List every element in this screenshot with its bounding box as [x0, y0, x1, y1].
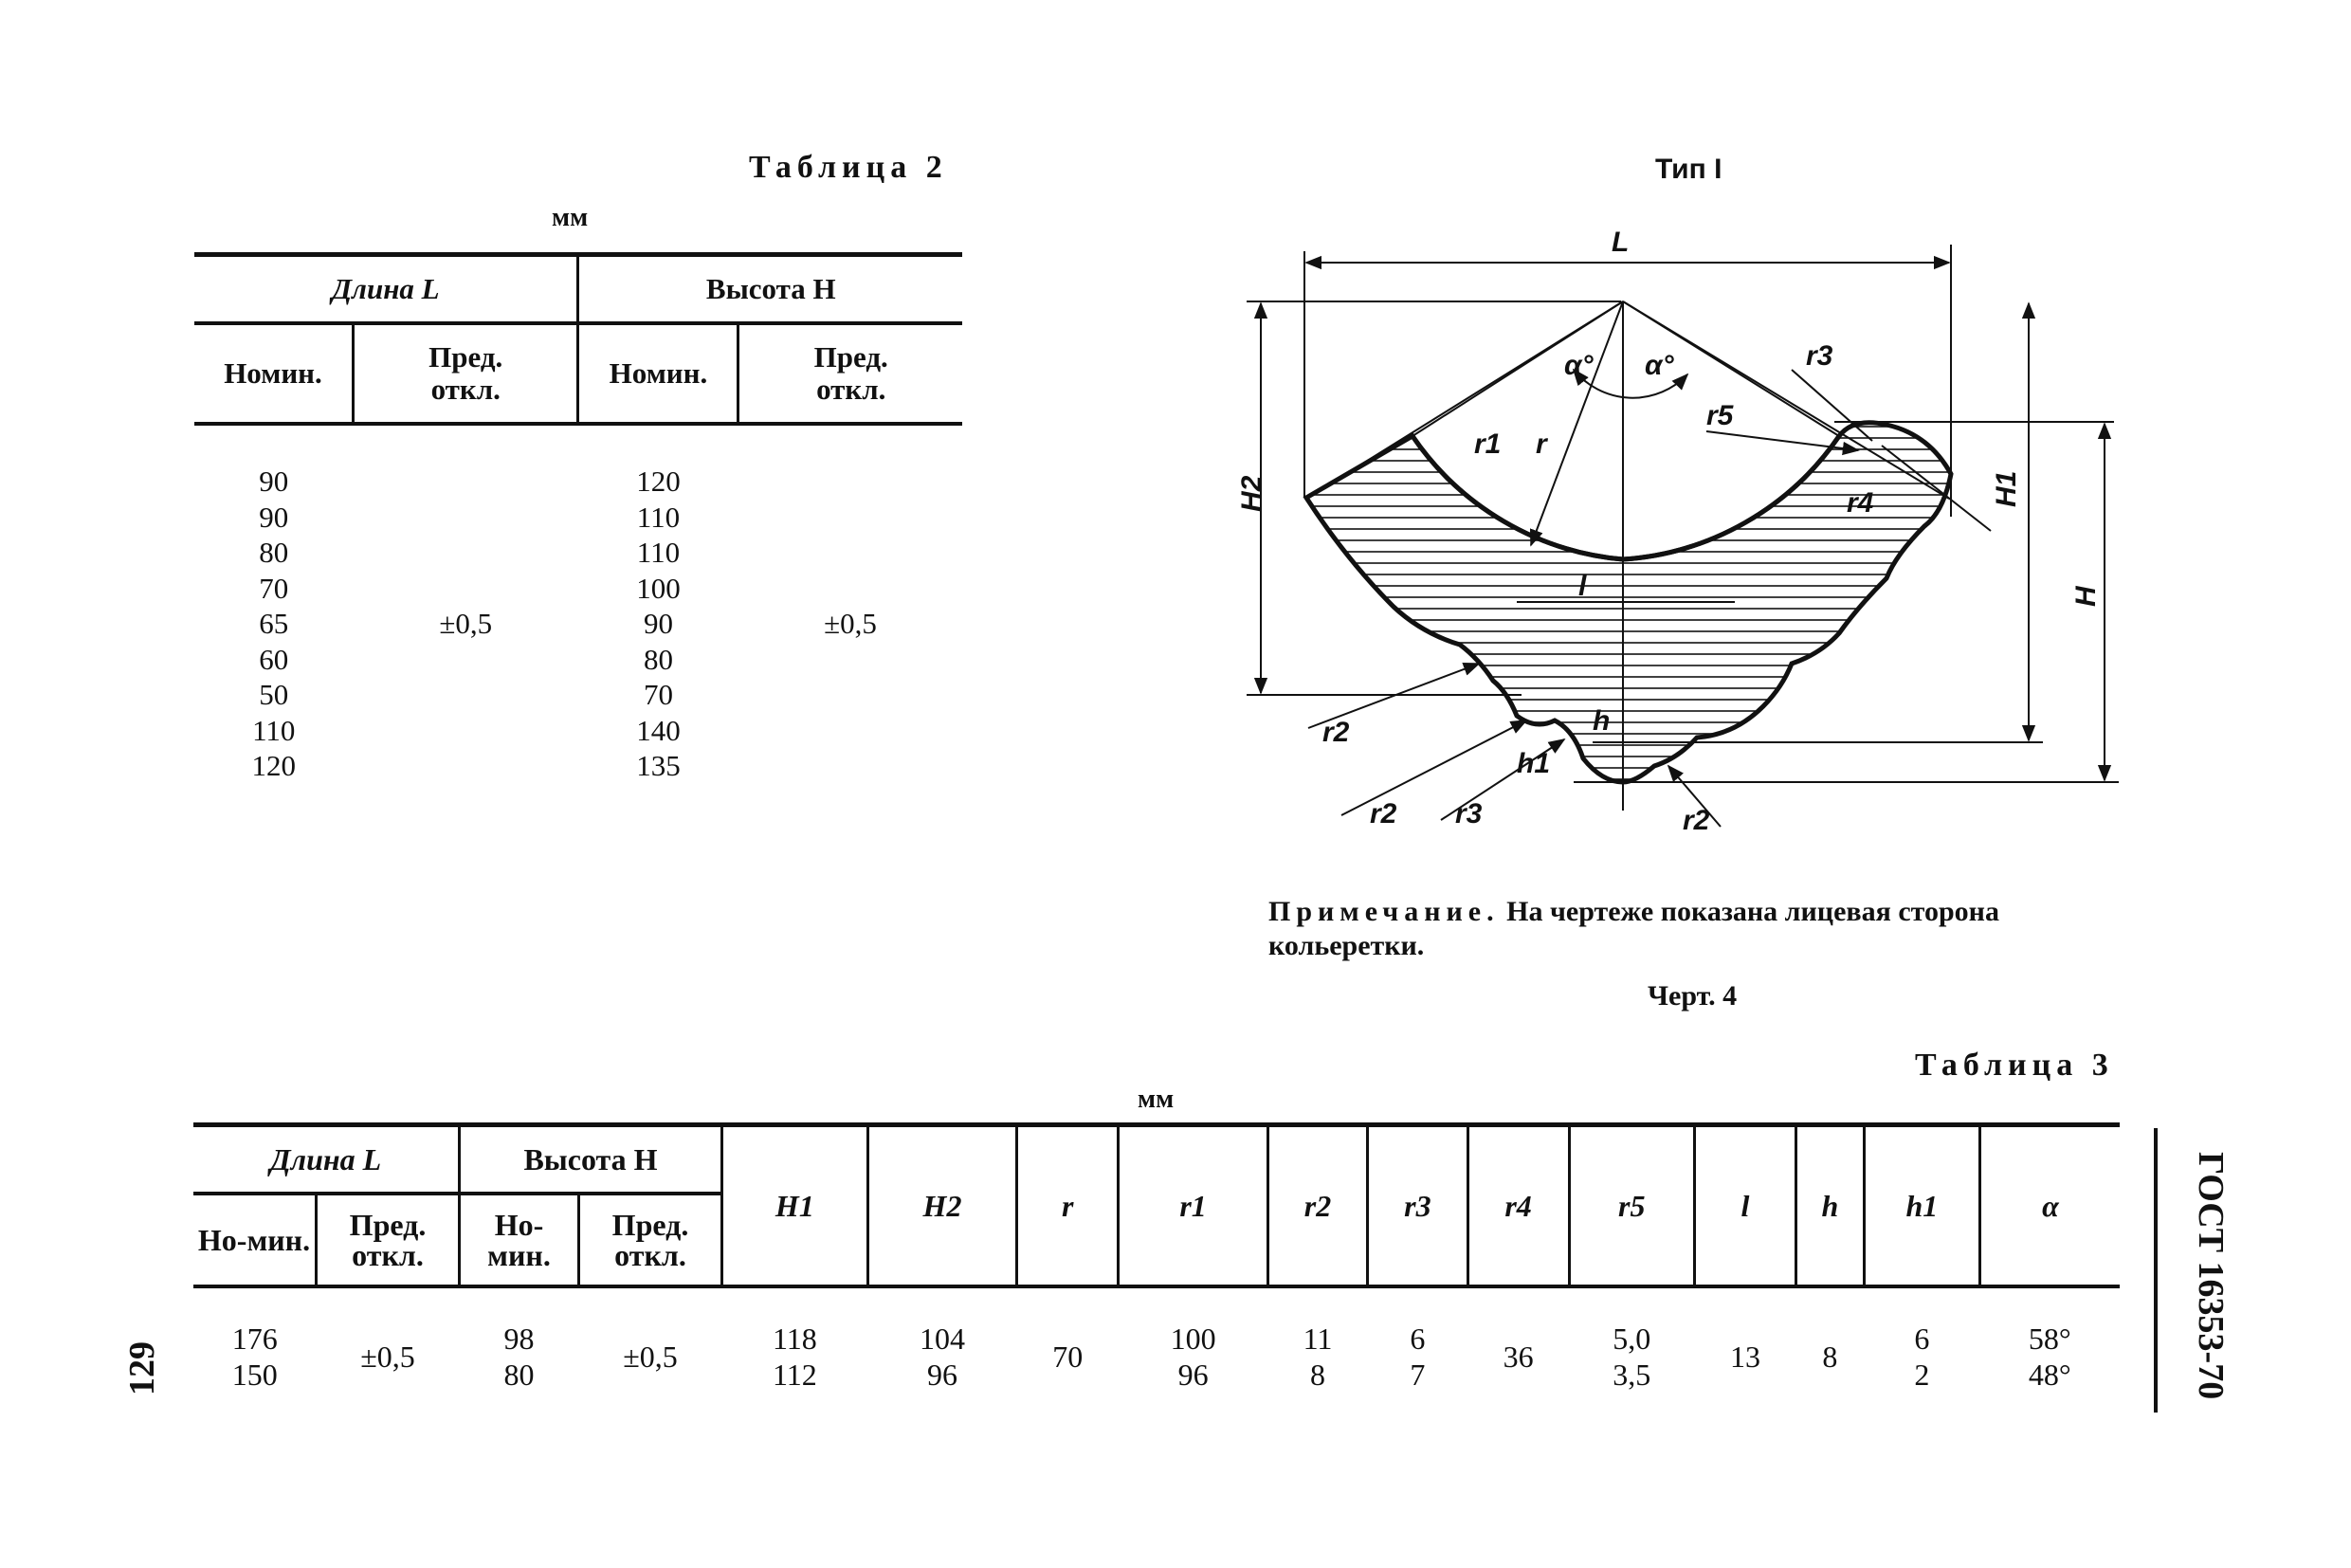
t3-alpha: 58°48° [2028, 1322, 2071, 1392]
dim-r2-right: r2 [1683, 805, 1710, 836]
t3-header-tolerance: Пред. откл. [577, 1194, 722, 1288]
table-cell: 50 [259, 678, 289, 711]
t2-header-length: Длина L [194, 254, 578, 325]
t3-header-l: l [1692, 1124, 1796, 1288]
t3-h: 8 [1822, 1340, 1838, 1374]
t3-header-nominal: Но-мин. [193, 1194, 317, 1288]
dim-h1: h1 [1517, 748, 1550, 779]
t3-header-tolerance: Пред. откл. [315, 1194, 460, 1288]
table3-title: Таблица 3 [1915, 1048, 2114, 1083]
t3-l: 13 [1729, 1340, 1760, 1374]
t3-header-r2: r2 [1266, 1124, 1368, 1288]
table-cell: 90 [643, 607, 673, 640]
dim-r2-left: r2 [1322, 717, 1350, 748]
standard-id: ГОСТ 16353-70 [2191, 1152, 2231, 1400]
dim-h: h [1593, 705, 1610, 737]
t2-header-tolerance: Пред. откл. [737, 323, 962, 426]
t2-length-tolerance: ±0,5 [439, 607, 493, 640]
table-cell: 80 [259, 536, 289, 569]
dim-alpha-right: α° [1645, 350, 1675, 381]
dim-H2: H2 [1236, 475, 1267, 512]
page-number: 129 [122, 1341, 162, 1395]
dim-H1: H1 [1991, 471, 2022, 507]
table-cell: 120 [251, 749, 297, 782]
t2-height-nominal-col: 120 110 110 100 90 80 70 140 135 [578, 424, 738, 784]
table-cell: 80 [643, 642, 673, 676]
t2-header-height: Высота H [576, 254, 962, 325]
dim-alpha-left: α° [1564, 350, 1595, 381]
drawing-type-label: Тип I [1655, 154, 1722, 185]
table3: Длина L Высота H H1 H2 r r1 r2 r3 r4 r5 … [193, 1122, 2120, 1394]
t3-header-r4: r4 [1466, 1124, 1570, 1288]
t3-L-tol: ±0,5 [360, 1340, 415, 1374]
note-text: На чертеже показана лицевая сторона коль… [1268, 896, 1999, 961]
t3-header-h: h [1795, 1124, 1865, 1288]
table-cell: 70 [259, 571, 289, 605]
dim-H: H [2070, 585, 2102, 607]
table-cell: 90 [259, 500, 289, 534]
table-cell: 90 [259, 465, 289, 498]
table-cell: 65 [259, 607, 289, 640]
table-cell: 120 [636, 465, 681, 498]
t3-header-H2: H2 [866, 1124, 1017, 1288]
t3-header-r: r [1015, 1124, 1119, 1288]
t3-header-nominal: Но-мин. [458, 1194, 579, 1288]
t3-header-r1: r1 [1117, 1124, 1268, 1288]
table-cell: 100 [636, 571, 681, 605]
table2-title: Таблица 2 [749, 150, 948, 185]
t2-header-nominal: Номин. [194, 323, 354, 426]
table2: Длина L Высота H Номин. Пред. откл. Номи… [194, 252, 962, 784]
dim-r3-top: r3 [1806, 340, 1833, 372]
t3-header-r3: r3 [1366, 1124, 1468, 1288]
table-cell: 60 [259, 642, 289, 676]
table-cell: 110 [636, 536, 681, 569]
dim-l: l [1578, 571, 1587, 602]
dim-r3-bottom: r3 [1455, 798, 1483, 830]
table-cell: 110 [252, 713, 296, 747]
t3-header-height: Высота H [458, 1124, 722, 1195]
t3-header-alpha: α [1978, 1124, 2120, 1288]
drawing-note: Примечание. На чертеже показана лицевая … [1268, 895, 2122, 963]
t3-header-H1: H1 [720, 1124, 868, 1288]
note-prefix: Примечание. [1268, 896, 1500, 927]
t3-header-h1: h1 [1862, 1124, 1980, 1288]
t3-r4: 36 [1503, 1340, 1534, 1374]
drawing-caption: Черт. 4 [1648, 980, 1738, 1012]
t2-length-nominal-col: 90 90 80 70 65 60 50 110 120 [194, 424, 354, 784]
table2-unit: мм [552, 203, 589, 232]
t3-r: 70 [1052, 1340, 1084, 1374]
dim-r5: r5 [1706, 400, 1735, 431]
t2-header-nominal: Номин. [576, 323, 738, 426]
side-rule [2154, 1128, 2158, 1413]
t3-H-tol: ±0,5 [623, 1340, 678, 1374]
table3-unit: мм [1138, 1085, 1175, 1114]
t3-header-length: Длина L [193, 1124, 460, 1195]
table-cell: 140 [636, 713, 681, 747]
t3-header-r5: r5 [1567, 1124, 1695, 1288]
dim-r4: r4 [1847, 487, 1874, 519]
collerette-drawing: L H2 H1 H r1 r α° α° r3 r5 r4 l r2 r2 r3… [1236, 228, 2119, 836]
t2-height-tolerance: ±0,5 [824, 607, 877, 640]
dim-r2-bottom: r2 [1370, 798, 1397, 830]
dim-r1: r1 [1474, 428, 1501, 460]
table-cell: 135 [636, 749, 681, 782]
table-cell: 110 [636, 500, 681, 534]
table-cell: 70 [643, 678, 673, 711]
dim-r: r [1536, 428, 1549, 460]
dim-L: L [1612, 228, 1629, 258]
t2-header-tolerance: Пред. откл. [351, 323, 578, 426]
